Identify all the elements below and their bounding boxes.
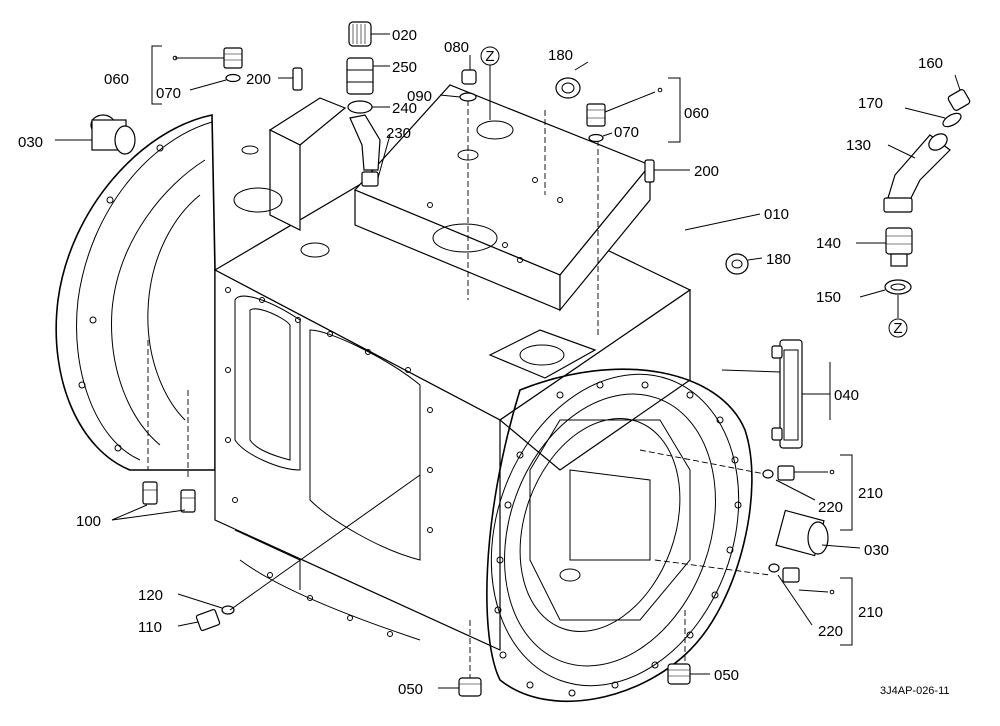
part-110-120-plug [177,474,421,631]
reference-code: 3J4AP-026-11 [880,685,950,697]
z-marker-top-label: Z [485,48,494,65]
filler-assembly: Z [856,74,971,338]
part-220-fitting-lower [768,563,835,626]
label-120: 120 [138,587,163,604]
part-220-fitting-upper [762,465,835,501]
part-170-oring [904,107,962,128]
label-100: 100 [76,513,101,530]
label-210-lower: 210 [858,604,883,621]
label-220-lower: 220 [818,623,843,640]
part-030-bushing-right [775,509,861,557]
front-face-bolt-holes [225,287,433,637]
brackets [151,45,853,646]
label-050-left: 050 [398,681,423,698]
z-marker-top: Z [480,46,500,120]
part-030-bushing-left [55,114,136,155]
part-160-cap [947,74,971,111]
label-030-right: 030 [864,542,889,559]
label-080: 080 [444,39,469,56]
part-070-oring-left [189,73,241,91]
label-060-left: 060 [104,71,129,88]
label-170: 170 [858,95,883,112]
label-230: 230 [386,125,411,142]
label-050-right: 050 [714,667,739,684]
part-180-cap-top [555,61,589,99]
label-220-upper: 220 [818,499,843,516]
part-070-oring-right [588,132,613,143]
label-150: 150 [816,289,841,306]
label-040: 040 [834,387,859,404]
part-060-fitting-right [586,87,663,127]
part-180-cap-right [725,253,763,275]
part-040-sight-gauge [721,339,831,449]
label-140: 140 [816,235,841,252]
part-140-fitting [856,227,913,267]
part-labels: 020 250 240 230 060 070 200 030 080 090 … [18,27,950,698]
label-060-right: 060 [684,105,709,122]
z-marker-right: Z [888,295,908,338]
label-210-upper: 210 [858,485,883,502]
part-050-plug-right [667,663,710,685]
label-180-right: 180 [766,251,791,268]
part-100-plugs [111,481,196,521]
label-200-right: 200 [694,163,719,180]
label-250: 250 [392,59,417,76]
part-130-elbow-pipe [883,133,951,213]
part-250-fitting [346,57,390,95]
part-020-cap [348,21,390,47]
part-010-leader [684,213,761,231]
label-020: 020 [392,27,417,44]
part-090-washer [439,92,477,102]
flange-bolt-circle [494,381,742,697]
label-090: 090 [407,88,432,105]
part-200-pin-left [278,67,303,91]
label-180-top: 180 [548,47,573,64]
part-080-plug [461,55,477,85]
label-130: 130 [846,137,871,154]
part-230-elbow [349,114,391,187]
part-150-washer [859,279,912,298]
z-marker-right-label: Z [893,320,902,337]
center-box [213,84,692,651]
label-200-left: 200 [246,71,271,88]
label-010: 010 [764,206,789,223]
left-bell-flange [55,114,216,471]
label-240: 240 [392,100,417,117]
part-240-seal [347,100,390,114]
right-round-flange [486,368,753,703]
transmission-case-housing [55,84,753,703]
label-030-left: 030 [18,134,43,151]
assembly-dashed-lines [147,100,771,680]
label-110: 110 [138,619,162,636]
part-200-pin-right [644,159,690,183]
label-070-left: 070 [156,85,181,102]
part-050-plug-left [438,677,482,697]
label-160: 160 [918,55,943,72]
part-060-fitting-left [172,47,243,69]
label-070-right: 070 [614,124,639,141]
